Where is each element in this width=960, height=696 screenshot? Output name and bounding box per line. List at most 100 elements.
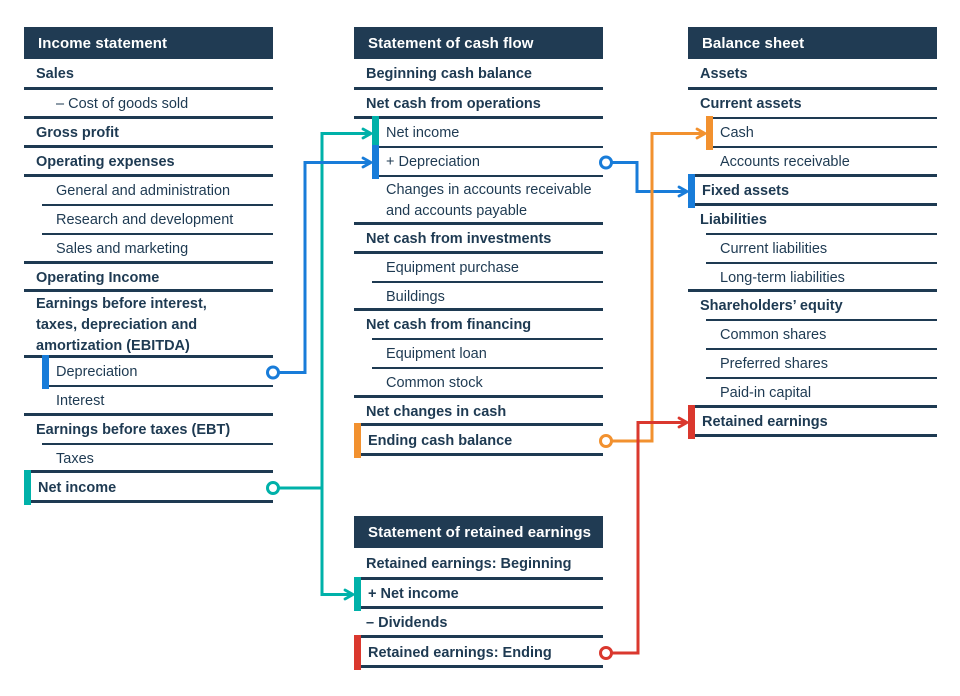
row-taxes: Taxes: [24, 445, 273, 473]
connector-line: [320, 488, 355, 601]
row-label: Gross profit: [36, 125, 119, 141]
row-sales-and-marketing: Sales and marketing: [24, 235, 273, 264]
row-label: Depreciation: [56, 364, 138, 380]
row-label: Operating expenses: [36, 154, 175, 170]
row-depreciation: Depreciation: [24, 355, 273, 389]
row-earnings-before-interest: Earnings before interest, taxes, depreci…: [24, 292, 273, 358]
row-label: Retained earnings: Beginning: [366, 555, 572, 572]
row-dividends: – Dividends: [354, 609, 603, 638]
row-label: General and administration: [56, 183, 231, 199]
row-label: + Net income: [368, 586, 459, 602]
row-equipment-loan: Equipment loan: [354, 340, 603, 369]
connector-retained-earnings-ending-to-balance-sheet: [599, 416, 689, 660]
row-retained-earnings-beginning: Retained earnings: Beginning: [354, 548, 603, 580]
row-common-shares: Common shares: [688, 321, 937, 350]
row-interest: Interest: [24, 387, 273, 416]
income-statement-header: Income statement: [24, 27, 273, 59]
row-net-cash-from-financing: Net cash from financing: [354, 311, 603, 340]
row-label: Assets: [700, 66, 748, 82]
cash-flow-statement-header: Statement of cash flow: [354, 27, 603, 59]
row-cash: Cash: [688, 116, 937, 150]
orange-accent-bar: [354, 423, 361, 458]
row-retained-earnings: Retained earnings: [688, 405, 937, 439]
red-accent-bar: [354, 635, 361, 670]
row-label: Cash: [720, 125, 754, 141]
row-label: Net income: [38, 479, 117, 496]
row-gross-profit: Gross profit: [24, 119, 273, 148]
row-retained-earnings-ending: Retained earnings: Ending: [354, 635, 603, 670]
retained-earnings-statement-header: Statement of retained earnings: [354, 516, 603, 548]
row-label: Ending cash balance: [368, 432, 513, 449]
row-label: Beginning cash balance: [366, 66, 532, 82]
row-net-changes-in-cash: Net changes in cash: [354, 398, 603, 426]
row-label: Retained earnings: [702, 414, 828, 430]
row-net-cash-from-investments: Net cash from investments: [354, 225, 603, 254]
row-paid-in-capital: Paid-in capital: [688, 379, 937, 408]
row-label: Current liabilities: [720, 241, 828, 257]
row-net-income: Net income: [24, 470, 273, 505]
row-accounts-receivable: Accounts receivable: [688, 148, 937, 177]
row-label: Shareholders’ equity: [700, 298, 843, 314]
row-depreciation: + Depreciation: [354, 145, 603, 179]
row-label: Net cash from operations: [366, 96, 541, 112]
row-net-income: Net income: [354, 116, 603, 150]
row-buildings: Buildings: [354, 283, 603, 311]
row-label: Interest: [56, 393, 105, 409]
row-beginning-cash-balance: Beginning cash balance: [354, 59, 603, 90]
red-accent-bar: [688, 405, 695, 439]
row-label: + Depreciation: [386, 154, 480, 170]
row-fixed-assets: Fixed assets: [688, 174, 937, 208]
row-label: Long-term liabilities: [720, 269, 845, 286]
connector-line: [612, 161, 689, 198]
row-label: Research and development: [56, 212, 234, 228]
row-long-term-liabilities: Long-term liabilities: [688, 264, 937, 292]
row-label: Sales: [36, 66, 74, 82]
row-earnings-before-taxes-ebt: Earnings before taxes (EBT): [24, 416, 273, 445]
blue-accent-bar: [42, 355, 49, 389]
row-equipment-purchase: Equipment purchase: [354, 254, 603, 283]
teal-accent-bar: [354, 577, 361, 611]
row-label: Net income: [386, 125, 460, 141]
balance-sheet-header: Balance sheet: [688, 27, 937, 59]
blue-accent-bar: [688, 174, 695, 208]
row-label: Operating Income: [36, 269, 160, 286]
row-label: Equipment purchase: [386, 260, 519, 276]
connector-depreciation-to-fixed-assets: [599, 155, 689, 198]
row-preferred-shares: Preferred shares: [688, 350, 937, 379]
row-label: Earnings before interest, taxes, depreci…: [36, 295, 207, 354]
row-operating-income: Operating Income: [24, 264, 273, 292]
row-current-liabilities: Current liabilities: [688, 235, 937, 264]
row-net-income: + Net income: [354, 577, 603, 611]
row-label: Current assets: [700, 96, 802, 112]
row-shareholders-equity: Shareholders’ equity: [688, 292, 937, 321]
row-common-stock: Common stock: [354, 369, 603, 398]
row-label: – Dividends: [366, 615, 448, 631]
orange-accent-bar: [706, 116, 713, 150]
row-sales: Sales: [24, 59, 273, 90]
row-label: Accounts receivable: [720, 154, 850, 170]
row-current-assets: Current assets: [688, 90, 937, 119]
row-label: Paid-in capital: [720, 385, 812, 401]
teal-accent-bar: [372, 116, 379, 150]
row-research-and-development: Research and development: [24, 206, 273, 235]
row-general-and-administration: General and administration: [24, 177, 273, 206]
row-cost-of-goods-sold: – Cost of goods sold: [24, 90, 273, 119]
row-label: Earnings before taxes (EBT): [36, 422, 231, 438]
row-label: Taxes: [56, 450, 94, 467]
row-label: Sales and marketing: [56, 241, 189, 257]
row-ending-cash-balance: Ending cash balance: [354, 423, 603, 458]
row-net-cash-from-operations: Net cash from operations: [354, 90, 603, 119]
row-label: Preferred shares: [720, 356, 828, 372]
blue-accent-bar: [372, 145, 379, 179]
row-label: Fixed assets: [702, 183, 790, 199]
row-label: Net changes in cash: [366, 403, 507, 420]
row-liabilities: Liabilities: [688, 206, 937, 235]
row-label: Common stock: [386, 375, 483, 391]
row-label: Net cash from financing: [366, 317, 532, 333]
teal-accent-bar: [24, 470, 31, 505]
row-label: Equipment loan: [386, 346, 487, 362]
